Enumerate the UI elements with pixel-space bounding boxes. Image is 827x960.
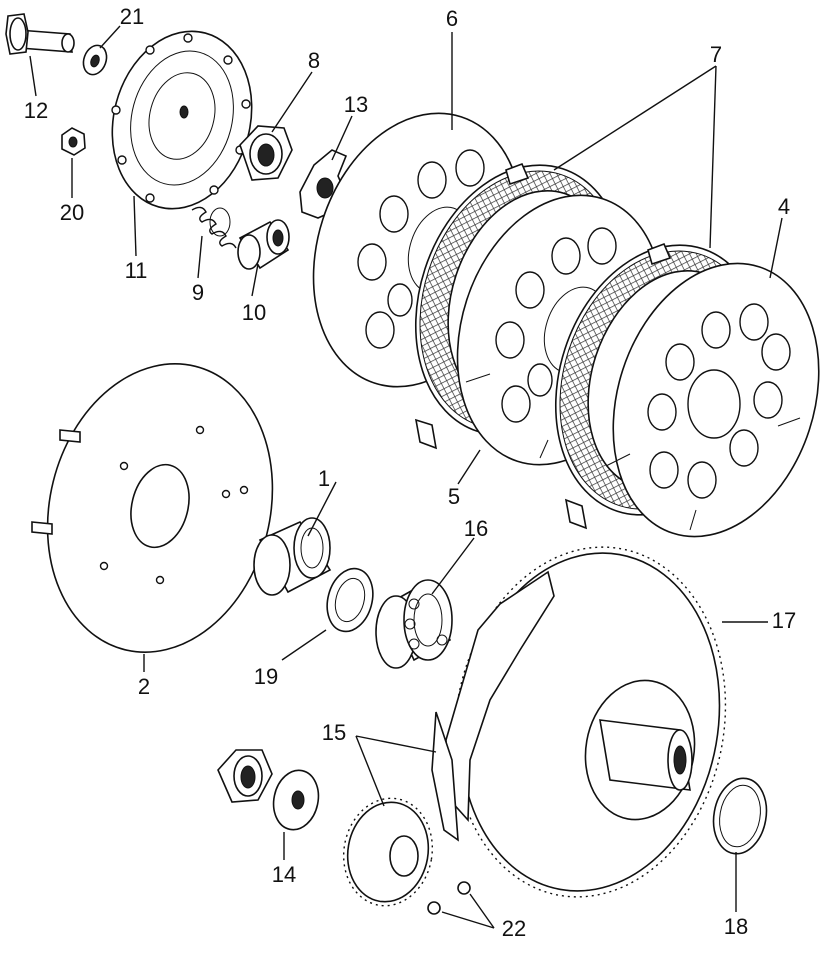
callout-4: 4	[778, 194, 790, 219]
callout-13: 13	[344, 92, 368, 117]
callout-15: 15	[322, 720, 346, 745]
pressure-plate-part	[111, 30, 253, 210]
small-nut-part	[61, 127, 86, 156]
callout-11: 11	[125, 258, 148, 283]
steel-plate-4-part	[605, 262, 820, 538]
callout-17: 17	[772, 608, 796, 633]
callout-7: 7	[710, 42, 722, 67]
hex-nut-part	[239, 125, 293, 181]
callout-19: 19	[254, 664, 278, 689]
callout-6: 6	[446, 6, 458, 31]
thrust-washer-part	[326, 567, 374, 633]
callout-14: 14	[272, 862, 296, 887]
callout-labels: 1 2 4 5 6 7 8 9 10 11 12 13 14 15 16 17 …	[24, 4, 796, 941]
base-plate-part	[31, 363, 274, 653]
leader-lines	[29, 25, 783, 929]
callout-10: 10	[242, 300, 266, 325]
callout-2: 2	[138, 674, 150, 699]
callout-22: 22	[502, 916, 526, 941]
bolt-part	[5, 13, 75, 55]
callout-12: 12	[24, 98, 48, 123]
callout-1: 1	[318, 466, 330, 491]
spring-part	[191, 206, 237, 249]
roller-bearing-part	[253, 517, 332, 596]
callout-20: 20	[60, 200, 84, 225]
keyed-washer-part	[272, 769, 320, 831]
callout-5: 5	[448, 484, 460, 509]
callout-8: 8	[308, 48, 320, 73]
callout-18: 18	[724, 914, 748, 939]
large-nut-part	[217, 749, 273, 803]
sleeve-part	[237, 219, 290, 270]
callout-21: 21	[120, 4, 144, 29]
ball-pair-part	[427, 881, 471, 915]
circlip-part	[712, 777, 768, 855]
callout-16: 16	[464, 516, 488, 541]
small-washer-part	[82, 44, 108, 76]
pinion-gear-part	[342, 797, 434, 907]
callout-9: 9	[192, 280, 204, 305]
clutch-gear-basket-part	[431, 546, 727, 898]
ball-bearing-part	[375, 579, 453, 669]
